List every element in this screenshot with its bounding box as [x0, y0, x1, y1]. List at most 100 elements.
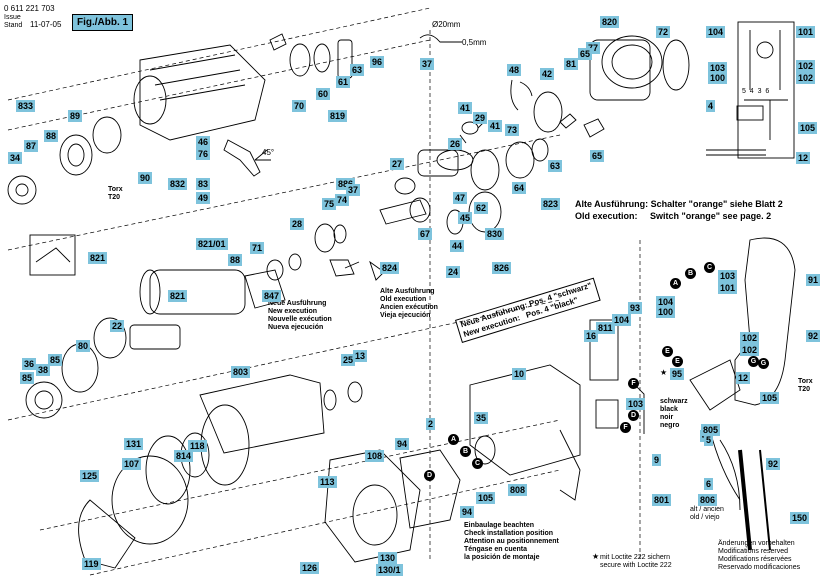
part-label-87: 87	[24, 140, 39, 152]
part-label-73: 73	[505, 124, 520, 136]
part-label-13: 13	[353, 350, 368, 362]
part-label-4a: 4	[706, 100, 716, 112]
torx-note-right: Torx T20	[798, 378, 813, 393]
part-label-803: 803	[231, 366, 251, 378]
part-label-85b: 85	[20, 372, 35, 384]
part-label-104a: 104	[706, 26, 726, 38]
part-label-41: 41	[458, 102, 473, 114]
part-label-107: 107	[122, 458, 142, 470]
part-label-101b: 101	[718, 282, 738, 294]
part-label-63b: 63	[548, 160, 563, 172]
part-label-47: 47	[453, 192, 468, 204]
torx-note-top: Torx T20	[108, 186, 123, 201]
part-label-12a: 12	[796, 152, 811, 164]
circle-letter-a: A	[448, 434, 459, 445]
part-label-71: 71	[250, 242, 265, 254]
part-label-847: 847	[262, 290, 282, 302]
circle-letter-e-switch: E	[672, 356, 683, 367]
loctite-star: ★	[592, 552, 600, 561]
part-label-42: 42	[540, 68, 555, 80]
part-label-38: 38	[36, 364, 51, 376]
installation-note: Einbaulage beachten Check installation p…	[464, 522, 559, 561]
part-label-126: 126	[300, 562, 320, 574]
part-label-36: 36	[22, 358, 37, 370]
part-label-45: 45	[458, 212, 473, 224]
part-label-70: 70	[292, 100, 307, 112]
part-label-65b: 65	[590, 150, 605, 162]
part-label-72: 72	[656, 26, 671, 38]
part-label-83: 83	[196, 178, 211, 190]
schwarz-note: schwarz black noir negro	[660, 398, 688, 429]
new-execution-note: Neue Ausführung New execution Nouvelle e…	[268, 300, 332, 331]
part-label-101a: 101	[796, 26, 816, 38]
old-execution-switch-2: Old execution: Switch "orange" see page.…	[575, 211, 772, 221]
part-label-89: 89	[68, 110, 83, 122]
issue-date: 11-07-05	[30, 20, 62, 29]
part-label-821a: 821	[88, 252, 108, 264]
part-label-90: 90	[138, 172, 153, 184]
part-label-27: 27	[390, 158, 405, 170]
part-label-103c: 103	[626, 398, 646, 410]
part-label-96: 96	[370, 56, 385, 68]
part-label-28: 28	[290, 218, 305, 230]
part-label-67: 67	[418, 228, 433, 240]
circle-letter-c: C	[472, 458, 483, 469]
part-label-103a: 103	[708, 62, 728, 74]
schematic-terminals: 5 4 3 6	[742, 88, 770, 95]
part-label-805: 805	[701, 424, 721, 436]
part-label-24: 24	[446, 266, 461, 278]
old-execution-switch-1: Alte Ausführung: Schalter "orange" siehe…	[575, 199, 783, 209]
part-label-16: 16	[584, 330, 599, 342]
part-label-103b: 103	[718, 270, 738, 282]
part-label-34: 34	[8, 152, 23, 164]
part-label-808: 808	[508, 484, 528, 496]
circle-letter-f: F	[620, 422, 631, 433]
alt-ancien-note: alt / ancien old / viejo	[690, 506, 724, 521]
circle-letter-d-switch: D	[628, 410, 639, 421]
part-label-100a: 100	[708, 72, 728, 84]
part-label-102b: 102	[796, 72, 816, 84]
part-label-92b: 92	[766, 458, 781, 470]
star-95: ★	[660, 368, 668, 377]
part-label-819: 819	[328, 110, 348, 122]
part-label-801: 801	[652, 494, 672, 506]
part-label-833: 833	[16, 100, 36, 112]
part-label-814: 814	[174, 450, 194, 462]
part-label-12b: 12	[736, 372, 751, 384]
issue-label: Issue Stand	[4, 14, 23, 29]
part-label-92a: 92	[806, 330, 821, 342]
part-label-105c: 105	[760, 392, 780, 404]
part-label-85a: 85	[48, 354, 63, 366]
part-label-823: 823	[541, 198, 561, 210]
old-execution-note: Alte Ausführung Old execution Ancien exé…	[380, 288, 438, 319]
part-label-100b: 100	[656, 306, 676, 318]
fig-label: Fig./Abb. 1	[72, 14, 134, 31]
part-label-830: 830	[485, 228, 505, 240]
part-label-113: 113	[318, 476, 337, 488]
part-label-102a: 102	[796, 60, 816, 72]
part-label-29: 29	[473, 112, 488, 124]
dim-20mm: Ø20mm	[432, 20, 461, 29]
part-label-26: 26	[448, 138, 463, 150]
part-label-41b: 41	[488, 120, 503, 132]
part-label-91: 91	[806, 274, 821, 286]
part-label-125: 125	[80, 470, 100, 482]
part-label-37b: 37	[346, 184, 361, 196]
angle-note: 45°	[262, 148, 275, 157]
part-label-102c: 102	[740, 332, 760, 344]
circle-letter-b-switch: B	[685, 268, 696, 279]
part-label-102d: 102	[740, 344, 760, 356]
circle-letter-c-switch: C	[704, 262, 715, 273]
doc-number: 0 611 221 703	[4, 4, 55, 13]
loctite-note: mit Loctite 222 sichern secure with Loct…	[600, 554, 672, 569]
part-label-88b: 88	[228, 254, 243, 266]
part-label-130_1: 130/1	[376, 564, 403, 576]
part-label-63a: 63	[350, 64, 365, 76]
part-label-80: 80	[76, 340, 91, 352]
part-label-821_01: 821/01	[196, 238, 228, 250]
part-label-105a: 105	[476, 492, 496, 504]
circle-letter-d: D	[424, 470, 435, 481]
part-label-820: 820	[600, 16, 620, 28]
